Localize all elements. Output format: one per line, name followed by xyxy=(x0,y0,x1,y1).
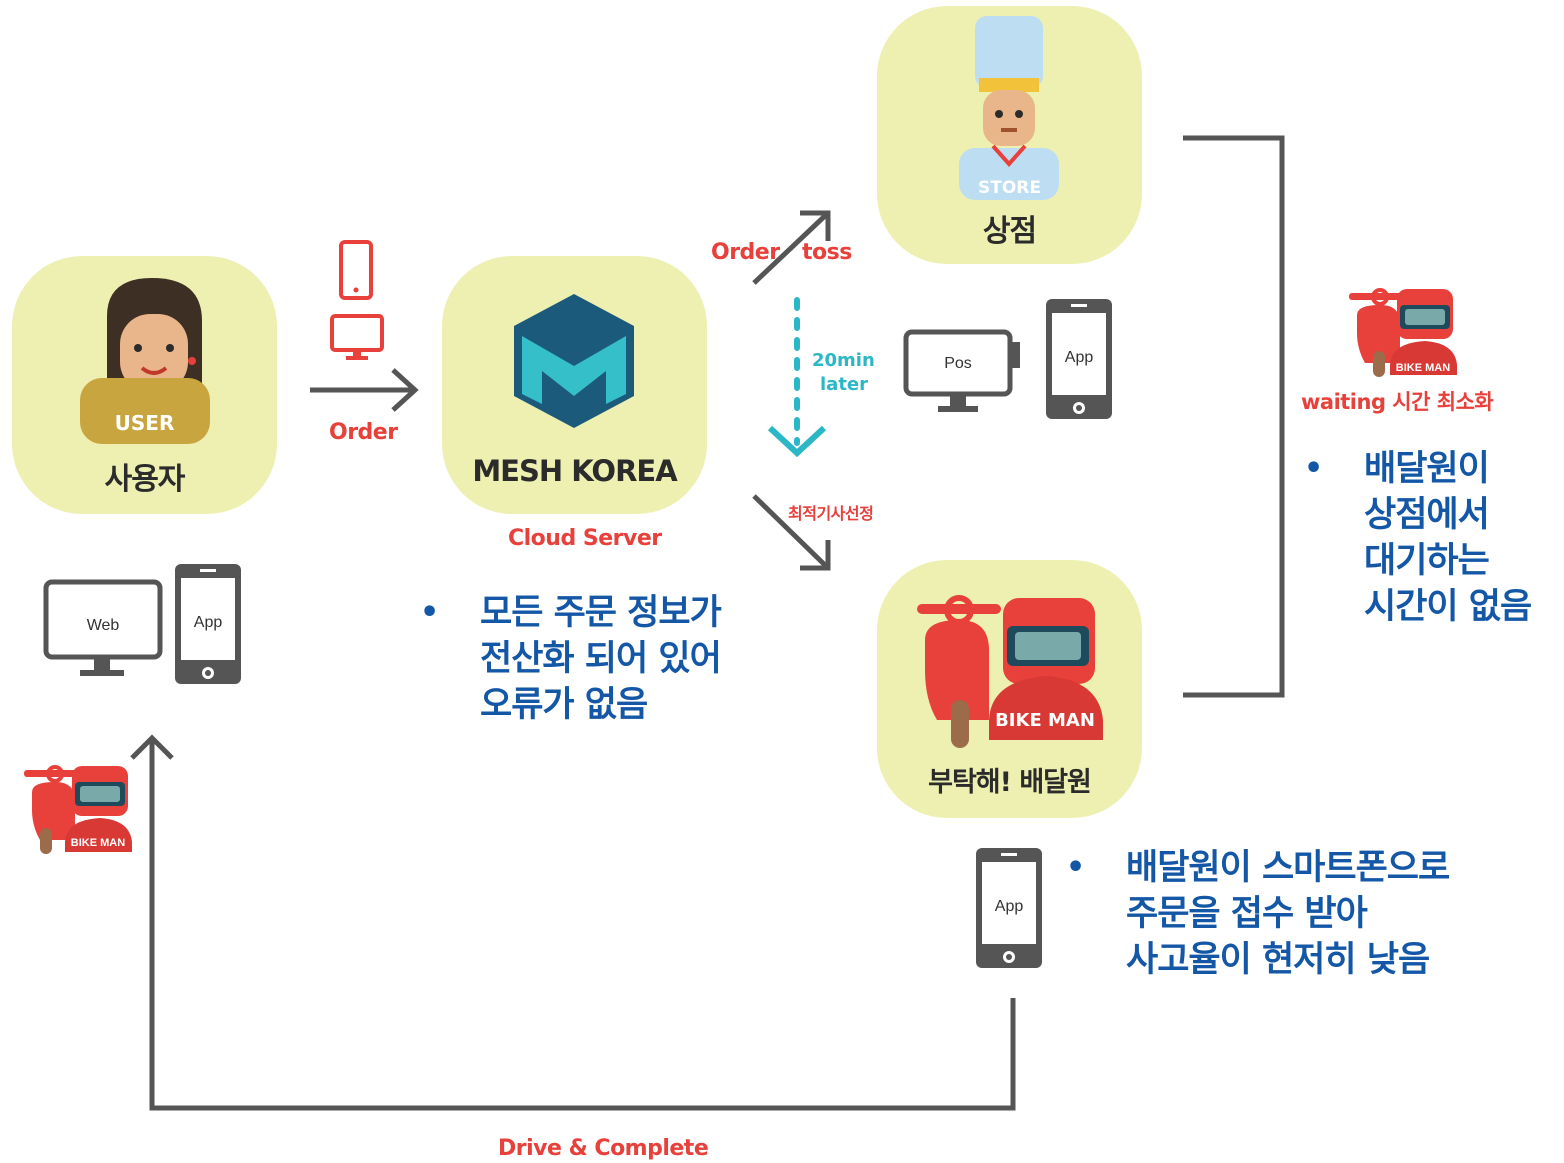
bikeman-app-phone-icon: App xyxy=(976,848,1042,968)
waiting-caption: waiting 시간 최소화 xyxy=(1301,390,1494,414)
bikeman-small-right-icon: BIKE MAN xyxy=(1349,288,1457,377)
right-note-bullet: • xyxy=(1304,451,1323,486)
dispatch-label: 최적기사선정 xyxy=(788,504,874,523)
order-toss-label-a: Order xyxy=(711,240,780,265)
bikeman-scooter-icon xyxy=(917,595,1103,748)
store-node: STORE 상점 xyxy=(877,6,1142,264)
bikeman-small-right-badge: BIKE MAN xyxy=(1396,362,1450,374)
user-app-phone-icon: App xyxy=(175,564,241,684)
user-badge: USER xyxy=(114,411,175,435)
delay-arrow xyxy=(767,297,827,458)
right-note-line: 상점에서 xyxy=(1364,495,1490,535)
bikeman-app-label: App xyxy=(995,898,1024,915)
user-app-label: App xyxy=(194,614,223,631)
center-note: • 모든 주문 정보가 전산화 되어 있어 오류가 없음 xyxy=(420,590,722,728)
order-toss-label-b: toss xyxy=(802,240,852,265)
bikeman-label: 부탁해! 배달원 xyxy=(928,767,1092,798)
store-bikeman-bracket xyxy=(1183,135,1285,698)
bikeman-small-left-badge: BIKE MAN xyxy=(71,837,125,849)
bikeman-badge: BIKE MAN xyxy=(995,710,1095,731)
user-avatar-icon xyxy=(80,278,210,444)
user-node: USER 사용자 xyxy=(12,256,277,514)
order-monitor-icon xyxy=(330,314,384,360)
web-monitor-icon: Web xyxy=(43,579,163,676)
right-note: • 배달원이 상점에서 대기하는 시간이 없음 xyxy=(1304,446,1532,630)
bottom-note: • 배달원이 스마트폰으로 주문을 접수 받아 사고율이 현저히 낮음 xyxy=(1066,845,1450,983)
order-arrow xyxy=(310,368,419,412)
complete-return-arrow xyxy=(130,734,1016,1111)
order-toss-arrow xyxy=(752,210,831,285)
right-note-line: 대기하는 xyxy=(1364,541,1490,581)
web-label: Web xyxy=(87,617,120,634)
order-phone-icon xyxy=(339,240,373,300)
order-label: Order xyxy=(329,420,398,445)
pos-terminal-icon: Pos xyxy=(903,329,1020,412)
store-app-label: App xyxy=(1065,349,1094,366)
store-label: 상점 xyxy=(982,214,1037,249)
user-label: 사용자 xyxy=(104,462,186,497)
center-note-line: 전산화 되어 있어 xyxy=(480,639,722,679)
mesh-label: MESH KOREA xyxy=(472,454,677,488)
store-badge: STORE xyxy=(978,178,1041,198)
center-note-line: 모든 주문 정보가 xyxy=(480,593,722,633)
right-note-line: 배달원이 xyxy=(1364,449,1490,489)
complete-label: Drive & Complete xyxy=(498,1136,709,1161)
delay-label-b: later xyxy=(820,374,869,395)
mesh-node: MESH KOREA xyxy=(442,256,707,514)
bikeman-small-left-icon: BIKE MAN xyxy=(24,765,132,854)
right-note-line: 시간이 없음 xyxy=(1364,587,1532,627)
store-app-phone-icon: App xyxy=(1046,299,1112,419)
store-chef-icon xyxy=(959,16,1059,200)
delay-label-a: 20min xyxy=(812,350,875,371)
mesh-logo-icon xyxy=(514,294,634,428)
mesh-caption: Cloud Server xyxy=(508,526,662,551)
bikeman-node: BIKE MAN 부탁해! 배달원 xyxy=(877,560,1142,818)
dispatch-arrow xyxy=(752,494,831,571)
bottom-note-line: 주문을 접수 받아 xyxy=(1126,894,1368,934)
pos-label: Pos xyxy=(944,355,972,372)
bottom-note-line: 사고율이 현저히 낮음 xyxy=(1126,940,1430,980)
bottom-note-line: 배달원이 스마트폰으로 xyxy=(1126,848,1450,888)
bottom-note-bullet: • xyxy=(1066,850,1085,885)
center-note-bullet: • xyxy=(420,595,439,630)
center-note-line: 오류가 없음 xyxy=(480,685,648,725)
